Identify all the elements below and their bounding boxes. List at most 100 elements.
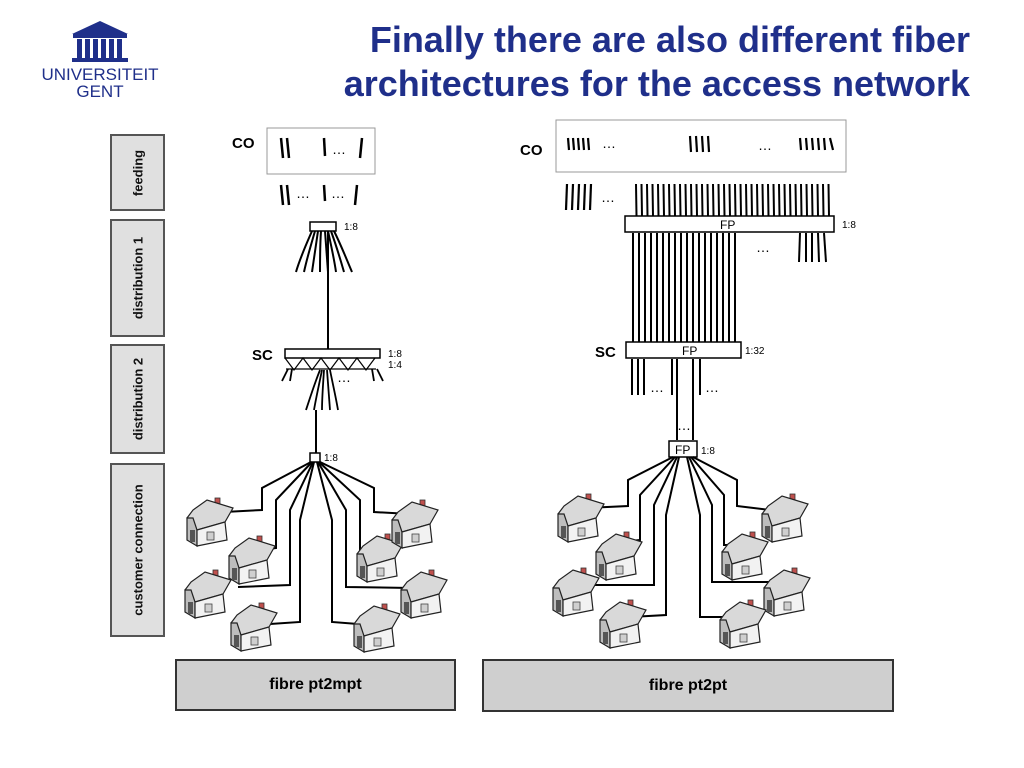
- pt2mpt-sc-splitter: [284, 348, 381, 359]
- pt2pt-fp2-ratio: 1:32: [745, 346, 765, 357]
- pt2mpt-co-label: CO: [232, 135, 255, 152]
- house-icon: [761, 493, 809, 544]
- pt2mpt-sc-label: SC: [252, 347, 273, 364]
- fiber-line: [662, 183, 665, 217]
- fiber-line: [756, 183, 759, 217]
- pt2mpt-sc-ratio-2: 1:4: [388, 360, 402, 371]
- fiber-line: [673, 183, 676, 217]
- house-icon: [552, 567, 600, 618]
- fiber-line: [778, 183, 781, 217]
- pt2pt-fp2-dots-2: …: [705, 379, 719, 395]
- caption-pt2mpt-label: fibre pt2mpt: [269, 676, 362, 693]
- fiber-line: [827, 183, 830, 217]
- fiber-line: [789, 183, 792, 217]
- fiber-line: [734, 183, 737, 217]
- houses-layer: [184, 493, 811, 654]
- fiber-line: [668, 183, 671, 217]
- page-title: Finally there are also different fiber a…: [344, 18, 970, 106]
- caption-pt2mpt: fibre pt2mpt: [175, 659, 456, 711]
- pt2pt-fp3-ratio: 1:8: [701, 446, 715, 457]
- fiber-line: [761, 183, 764, 217]
- pt2pt-co-label: CO: [520, 142, 543, 159]
- pt2mpt-splitter-1: [309, 221, 337, 232]
- pt2pt-distribution-fibers: [632, 233, 736, 342]
- house-icon: [719, 599, 767, 650]
- pt2mpt-sc-ratio-1: 1:8: [388, 349, 402, 360]
- house-icon: [599, 599, 647, 650]
- fiber-line: [695, 183, 698, 217]
- stage-customer-connection: customer connection: [110, 463, 165, 637]
- pt2pt-co-box: [555, 119, 847, 173]
- fiber-line: [684, 183, 687, 217]
- fiber-line: [679, 183, 682, 217]
- logo-text-line1: UNIVERSITEIT: [41, 65, 159, 84]
- fiber-line: [701, 183, 704, 217]
- stage-distribution-1: distribution 1: [110, 219, 165, 337]
- house-icon: [763, 567, 811, 618]
- pt2pt-co-dots-2: …: [758, 137, 772, 153]
- fiber-line: [822, 183, 825, 217]
- house-icon: [353, 603, 401, 654]
- fiber-line: [640, 183, 643, 217]
- pt2mpt-sc-triangles: [284, 357, 376, 371]
- stage-distribution-2: distribution 2: [110, 344, 165, 454]
- house-icon: [186, 497, 234, 548]
- page-title-line2: architectures for the access network: [343, 63, 970, 104]
- pt2pt-fp2-label: FP: [682, 344, 697, 358]
- house-icon: [595, 531, 643, 582]
- pt2mpt-splitter1-ratio: 1:8: [344, 222, 358, 233]
- house-icon: [557, 493, 605, 544]
- fiber-line: [706, 183, 709, 217]
- fiber-line: [723, 183, 726, 217]
- pt2pt-co-fibers: [566, 135, 835, 153]
- pt2pt-sc-label: SC: [595, 344, 616, 361]
- fiber-line: [794, 183, 797, 217]
- pt2pt-fp1-extra-fibers: [798, 232, 827, 263]
- fiber-line: [750, 183, 753, 217]
- page-title-line1: Finally there are also different fiber: [369, 19, 970, 60]
- pt2pt-fp2-dots-1: …: [650, 379, 664, 395]
- fiber-line: [712, 183, 715, 217]
- fiber-line: [816, 183, 819, 217]
- pt2mpt-architecture: CO … … … 1:8: [223, 127, 413, 625]
- fiber-line: [646, 183, 649, 217]
- fiber-line: [657, 183, 660, 217]
- pt2pt-fp1-ratio: 1:8: [842, 220, 856, 231]
- pt2pt-architecture: CO … …: [520, 119, 856, 618]
- fiber-line: [800, 183, 803, 217]
- pt2pt-co-dots-1: …: [602, 135, 616, 151]
- pt2mpt-feeder-fibers: [279, 184, 359, 206]
- university-building-icon: [72, 21, 128, 62]
- pt2pt-fp1-dots: …: [756, 239, 770, 255]
- pt2mpt-feed-dots-1: …: [296, 185, 310, 201]
- fiber-line: [772, 183, 775, 217]
- pt2pt-fp2: [625, 341, 742, 359]
- pt2pt-fp3-label: FP: [675, 443, 690, 457]
- pt2pt-feeder-fibers-right: [635, 183, 830, 217]
- stage-feeding: feeding: [110, 134, 165, 211]
- logo-text-line2: GENT: [76, 82, 124, 101]
- pt2pt-fp3-dots: …: [677, 417, 691, 433]
- fiber-line: [739, 183, 742, 217]
- fiber-line: [717, 183, 720, 217]
- pt2mpt-feed-dots-2: …: [331, 185, 345, 201]
- pt2mpt-drop-ratio: 1:8: [324, 453, 338, 464]
- pt2pt-feeder-fibers-left: [564, 183, 593, 211]
- fiber-line: [635, 183, 638, 217]
- pt2mpt-sc-branches: [281, 368, 384, 411]
- fiber-line: [728, 183, 731, 217]
- pt2mpt-splitter1-branches: [295, 230, 353, 273]
- house-icon: [230, 602, 278, 653]
- house-icon: [184, 569, 232, 620]
- pt2pt-fp2-fibers: [631, 359, 701, 440]
- pt2mpt-drop-splitter: [309, 452, 321, 463]
- pt2pt-feed-dots: …: [601, 189, 615, 205]
- house-icon: [228, 535, 276, 586]
- pt2pt-fp1-label: FP: [720, 218, 735, 232]
- pt2pt-fp1: [624, 215, 835, 233]
- fiber-line: [651, 183, 654, 217]
- pt2mpt-co-box: [266, 127, 376, 175]
- house-icon: [356, 533, 404, 584]
